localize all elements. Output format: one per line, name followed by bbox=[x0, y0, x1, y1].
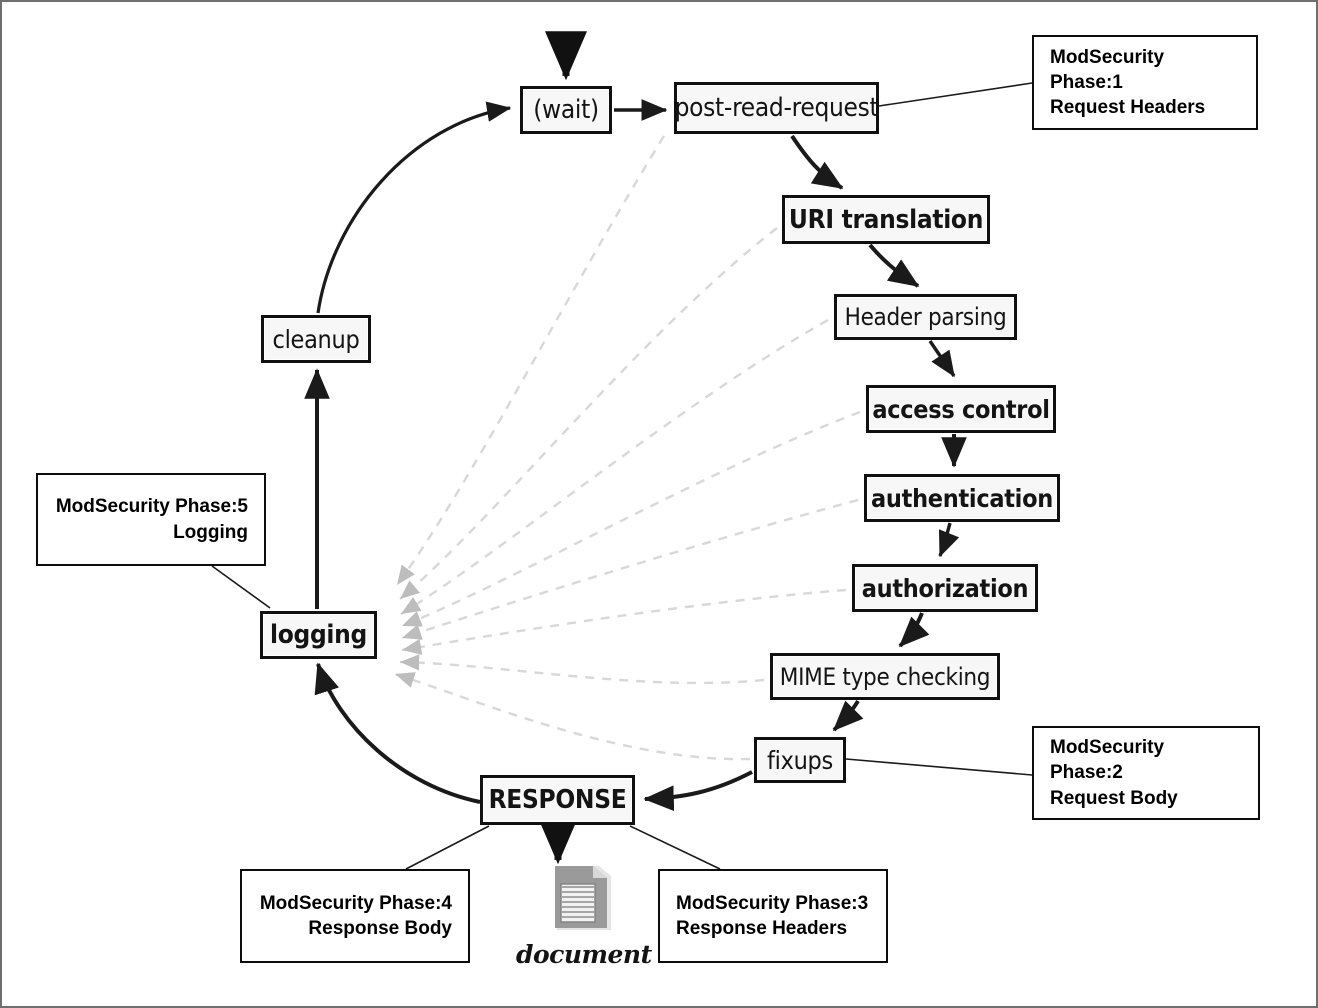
callout-line-2: Logging bbox=[173, 521, 248, 543]
node-label: cleanup bbox=[272, 324, 360, 354]
node-uri_trans[interactable]: URI translation bbox=[782, 195, 990, 244]
node-post_read[interactable]: post-read-request bbox=[674, 82, 879, 134]
node-wait[interactable]: (wait) bbox=[520, 86, 612, 134]
edge-header-parsing-to-access-control bbox=[928, 340, 956, 378]
callout-line-2: Request Body bbox=[1050, 787, 1178, 809]
node-label: RESPONSE bbox=[488, 785, 627, 815]
node-label: fixups bbox=[767, 745, 833, 775]
leader-phase2 bbox=[845, 758, 1033, 776]
callout-line-1: ModSecurity Phase:5 bbox=[55, 496, 248, 518]
document-node: document bbox=[516, 864, 652, 969]
node-label: MIME type checking bbox=[779, 662, 991, 691]
node-logging[interactable]: logging bbox=[260, 611, 377, 659]
node-authz[interactable]: authorization bbox=[852, 564, 1038, 612]
callout-line-1: ModSecurity Phase:1 bbox=[1050, 46, 1165, 93]
node-mime[interactable]: MIME type checking bbox=[770, 653, 1000, 700]
callout-line-2: Response Headers bbox=[676, 918, 848, 939]
solid-flow-edges bbox=[304, 31, 967, 865]
edge-uri-to-header-parsing bbox=[868, 243, 920, 288]
node-cleanup[interactable]: cleanup bbox=[261, 315, 371, 363]
node-header_parse[interactable]: Header parsing bbox=[834, 294, 1017, 340]
node-label: Header parsing bbox=[844, 303, 1007, 331]
node-label: authentication bbox=[871, 483, 1053, 513]
callout-line-2: Response Body bbox=[308, 918, 452, 939]
edge-cleanup-to-wait bbox=[316, 101, 512, 314]
node-label: post-read-request bbox=[674, 93, 879, 123]
node-response[interactable]: RESPONSE bbox=[480, 775, 635, 825]
callout-line-1: ModSecurity Phase:3 bbox=[676, 892, 869, 914]
callout-line-1: ModSecurity Phase:4 bbox=[259, 892, 452, 914]
node-label: URI translation bbox=[788, 204, 984, 235]
leader-phase5 bbox=[211, 565, 271, 609]
node-label: (wait) bbox=[533, 95, 599, 125]
document-page-icon bbox=[554, 866, 611, 930]
node-access_ctrl[interactable]: access control bbox=[866, 385, 1056, 433]
node-label: authorization bbox=[861, 573, 1029, 603]
leader-phase4 bbox=[405, 825, 490, 870]
document-label: document bbox=[516, 940, 652, 969]
edge-mime-to-fixups bbox=[832, 699, 864, 732]
node-authn[interactable]: authentication bbox=[864, 474, 1060, 522]
node-label: access control bbox=[872, 394, 1050, 424]
callout-line-1: ModSecurity Phase:2 bbox=[1050, 737, 1165, 784]
edge-response-to-logging bbox=[314, 662, 481, 804]
edge-post-read-to-uri bbox=[790, 134, 844, 190]
node-fixups[interactable]: fixups bbox=[754, 737, 846, 783]
edge-authentication-to-authorization bbox=[938, 522, 960, 558]
edge-authorization-to-mime bbox=[898, 612, 930, 648]
edge-fixups-to-response bbox=[643, 770, 753, 812]
leader-phase3 bbox=[629, 825, 721, 870]
node-label: logging bbox=[270, 620, 367, 650]
leader-phase1 bbox=[878, 82, 1033, 107]
callout-line-2: Request Headers bbox=[1050, 97, 1206, 119]
